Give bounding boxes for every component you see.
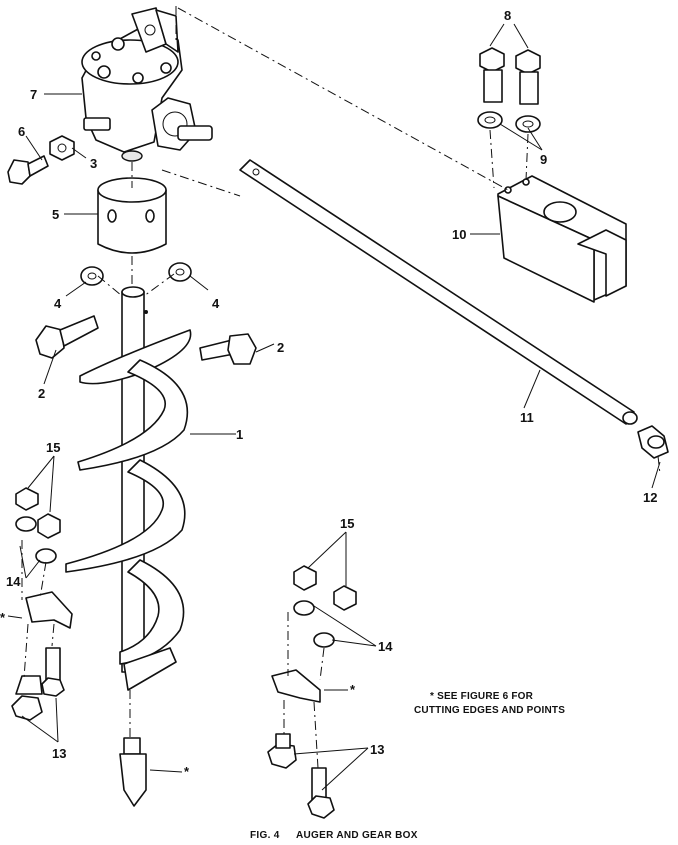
label-8: 8 [504, 8, 511, 23]
alignment-lines [21, 6, 661, 769]
label-1: 1 [236, 427, 243, 442]
bolt-2-left [35, 315, 99, 359]
label-12: 12 [643, 490, 657, 505]
bolt-8-left [479, 47, 505, 103]
note-line-1: * SEE FIGURE 6 FOR [430, 691, 534, 702]
label-15-right: 15 [340, 516, 354, 531]
label-13-left: 13 [52, 746, 66, 761]
lock-washer-9-right [515, 115, 541, 133]
asterisk-right-plate: * [350, 682, 356, 697]
label-6: 6 [18, 124, 25, 139]
leader-lines [7, 23, 661, 791]
figure-title: AUGER AND GEAR BOX [296, 830, 418, 841]
label-7: 7 [30, 87, 37, 102]
label-11: 11 [520, 410, 534, 425]
nut-3 [49, 135, 75, 161]
gear-box [81, 7, 213, 162]
note-line-2: CUTTING EDGES AND POINTS [414, 705, 565, 716]
bolt-2-right [199, 333, 257, 365]
label-2-right: 2 [277, 340, 284, 355]
label-14-right: 14 [378, 639, 393, 654]
lock-washer-9-left [477, 111, 503, 129]
grease-fitting-12 [637, 425, 669, 459]
label-13-right: 13 [370, 742, 384, 757]
coupling-sleeve-5 [97, 177, 167, 254]
label-4-left: 4 [54, 296, 62, 311]
bolt-8-right [515, 49, 541, 105]
asterisk-cutting-point: * [184, 764, 190, 779]
label-14-left: 14 [6, 574, 21, 589]
callout-labels: 1 2 2 3 4 4 5 6 7 8 9 10 11 12 13 13 14 … [6, 8, 657, 761]
label-3: 3 [90, 156, 97, 171]
label-10: 10 [452, 227, 466, 242]
asterisk-left-plate: * [0, 610, 6, 625]
auger-1 [65, 286, 192, 691]
label-15-left: 15 [46, 440, 60, 455]
mounting-bracket-10 [497, 175, 627, 303]
label-5: 5 [52, 207, 59, 222]
washer-4-right [168, 262, 192, 282]
label-2-left: 2 [38, 386, 45, 401]
edge-kit-left [11, 487, 73, 721]
bolt-6 [7, 155, 49, 185]
washer-4-left [80, 266, 104, 286]
edge-kit-right [267, 565, 357, 819]
label-4-right: 4 [212, 296, 220, 311]
figure-number: FIG. 4 [250, 830, 280, 841]
cutting-point [119, 737, 147, 807]
label-9: 9 [540, 152, 547, 167]
brace-rod-11 [239, 159, 638, 425]
